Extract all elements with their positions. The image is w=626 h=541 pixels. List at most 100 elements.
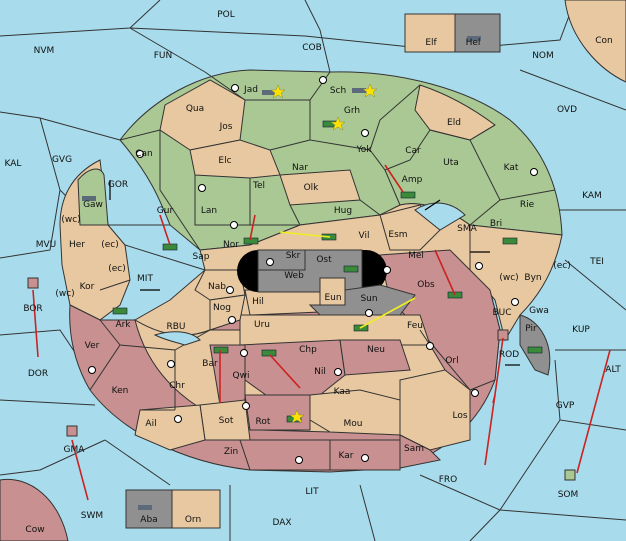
land-label-zin[interactable]: Zin [224,447,238,457]
land-label-bri[interactable]: Bri [490,219,502,229]
land-label-jad[interactable]: Jad [243,85,258,95]
land-label-qwi[interactable]: Qwi [233,371,250,381]
land-label-kaa[interactable]: Kaa [334,387,351,397]
land-label-nil[interactable]: Nil [314,367,326,377]
sea-label-nom[interactable]: NOM [532,51,554,61]
land-label-gwa[interactable]: Gwa [529,306,549,316]
sea-label-lit[interactable]: LIT [305,487,319,497]
land-label-aba[interactable]: Aba [140,515,157,525]
sea-label-mit[interactable]: MIT [137,274,153,284]
land-label-hel[interactable]: Hel [466,38,481,48]
land-label-feu[interactable]: Feu [407,321,423,331]
sea-label-kal[interactable]: KAL [5,159,22,169]
sea-label-rod[interactable]: ROD [499,350,519,360]
sea-label-fro[interactable]: FRO [439,475,458,485]
land-label-uru[interactable]: Uru [254,320,270,330]
sea-label-mvu[interactable]: MVU [36,240,57,250]
sea-label-gma[interactable]: GMA [64,445,86,455]
land-label-eld[interactable]: Eld [447,118,461,128]
land-label-mel[interactable]: Mel [408,251,424,261]
land-label-cow[interactable]: Cow [25,525,44,535]
land-label-ver[interactable]: Ver [85,341,100,351]
land-label-nab[interactable]: Nab [208,282,226,292]
land-label-lan[interactable]: Lan [201,206,217,216]
sea-label-nvm[interactable]: NVM [34,46,55,56]
land-label-sch[interactable]: Sch [330,86,346,96]
sea-label-gvg[interactable]: GVG [52,155,72,165]
sea-label-sma[interactable]: SMA [457,224,477,234]
coast-label-wc2[interactable]: (wc) [55,289,74,299]
sea-label-buc[interactable]: BUC [492,308,511,318]
land-label-tel[interactable]: Tel [252,181,265,191]
land-label-nor[interactable]: Nor [223,240,239,250]
land-label-nar[interactable]: Nar [292,163,308,173]
land-label-kor[interactable]: Kor [80,282,95,292]
land-label-kat[interactable]: Kat [504,163,519,173]
sea-label-ovd[interactable]: OVD [557,105,577,115]
land-label-can[interactable]: Can [135,149,153,159]
land-label-skr[interactable]: Skr [286,251,301,261]
land-label-neu[interactable]: Neu [367,345,385,355]
land-label-ark[interactable]: Ark [115,320,131,330]
land-label-her[interactable]: Her [69,240,85,250]
land-label-uta[interactable]: Uta [443,158,459,168]
land-label-yok[interactable]: Yok [355,145,372,155]
land-label-rot[interactable]: Rot [256,417,271,427]
land-label-hil[interactable]: Hil [252,297,264,307]
land-label-byn[interactable]: Byn [524,273,541,283]
coast-label-wc3[interactable]: (wc) [499,273,518,283]
land-label-pir[interactable]: Pir [525,324,537,334]
land-label-orl[interactable]: Orl [445,356,458,366]
land-label-hug[interactable]: Hug [334,206,352,216]
coast-label-ec2[interactable]: (ec) [108,264,126,274]
land-label-obs[interactable]: Obs [417,280,435,290]
land-label-eun[interactable]: Eun [324,293,341,303]
land-label-elc[interactable]: Elc [218,156,231,166]
sea-label-kam[interactable]: KAM [582,191,602,201]
land-label-chp[interactable]: Chp [299,345,317,355]
land-label-sot[interactable]: Sot [219,416,234,426]
land-label-orn[interactable]: Orn [185,515,201,525]
sea-label-dor[interactable]: DOR [28,369,48,379]
sea-label-rbu[interactable]: RBU [166,322,185,332]
sea-label-tei[interactable]: TEI [589,257,604,267]
sea-label-som[interactable]: SOM [558,490,579,500]
land-label-kar[interactable]: Kar [339,451,354,461]
coast-label-ec1[interactable]: (ec) [101,240,119,250]
sea-label-pol[interactable]: POL [217,10,235,20]
sea-label-cob[interactable]: COB [302,43,322,53]
sea-label-dax[interactable]: DAX [272,518,291,528]
land-label-nog[interactable]: Nog [213,303,231,313]
land-label-esm[interactable]: Esm [388,230,407,240]
land-label-car[interactable]: Car [405,146,421,156]
sea-label-swm[interactable]: SWM [81,511,103,521]
sea-label-fun[interactable]: FUN [154,51,173,61]
land-label-ken[interactable]: Ken [112,386,129,396]
land-label-con[interactable]: Con [595,36,613,46]
land-label-sam[interactable]: Sam [404,444,424,454]
land-label-elf[interactable]: Elf [425,38,437,48]
sea-label-gor[interactable]: GOR [108,180,128,190]
land-label-web[interactable]: Web [284,271,304,281]
land-label-mou[interactable]: Mou [344,419,363,429]
sea-label-kup[interactable]: KUP [572,325,590,335]
land-label-amp[interactable]: Amp [402,175,423,185]
land-label-grh[interactable]: Grh [344,106,360,116]
coast-label-ec3[interactable]: (ec) [553,261,571,271]
sea-label-alt[interactable]: ALT [605,365,621,375]
land-label-rie[interactable]: Rie [520,200,535,210]
land-label-gur[interactable]: Gur [157,206,174,216]
land-label-ail[interactable]: Ail [145,419,156,429]
sea-label-gvp[interactable]: GVP [556,401,575,411]
land-label-chr[interactable]: Chr [169,381,185,391]
coast-label-wc1[interactable]: (wc) [61,215,80,225]
land-label-bar[interactable]: Bar [202,359,218,369]
land-label-sap[interactable]: Sap [193,252,210,262]
land-label-qua[interactable]: Qua [186,104,204,114]
land-label-ost[interactable]: Ost [316,255,332,265]
land-label-sun[interactable]: Sun [360,294,377,304]
land-label-vil[interactable]: Vil [359,231,370,241]
land-label-los[interactable]: Los [452,411,467,421]
land-label-gaw[interactable]: Gaw [83,200,103,210]
land-label-jos[interactable]: Jos [219,122,233,132]
